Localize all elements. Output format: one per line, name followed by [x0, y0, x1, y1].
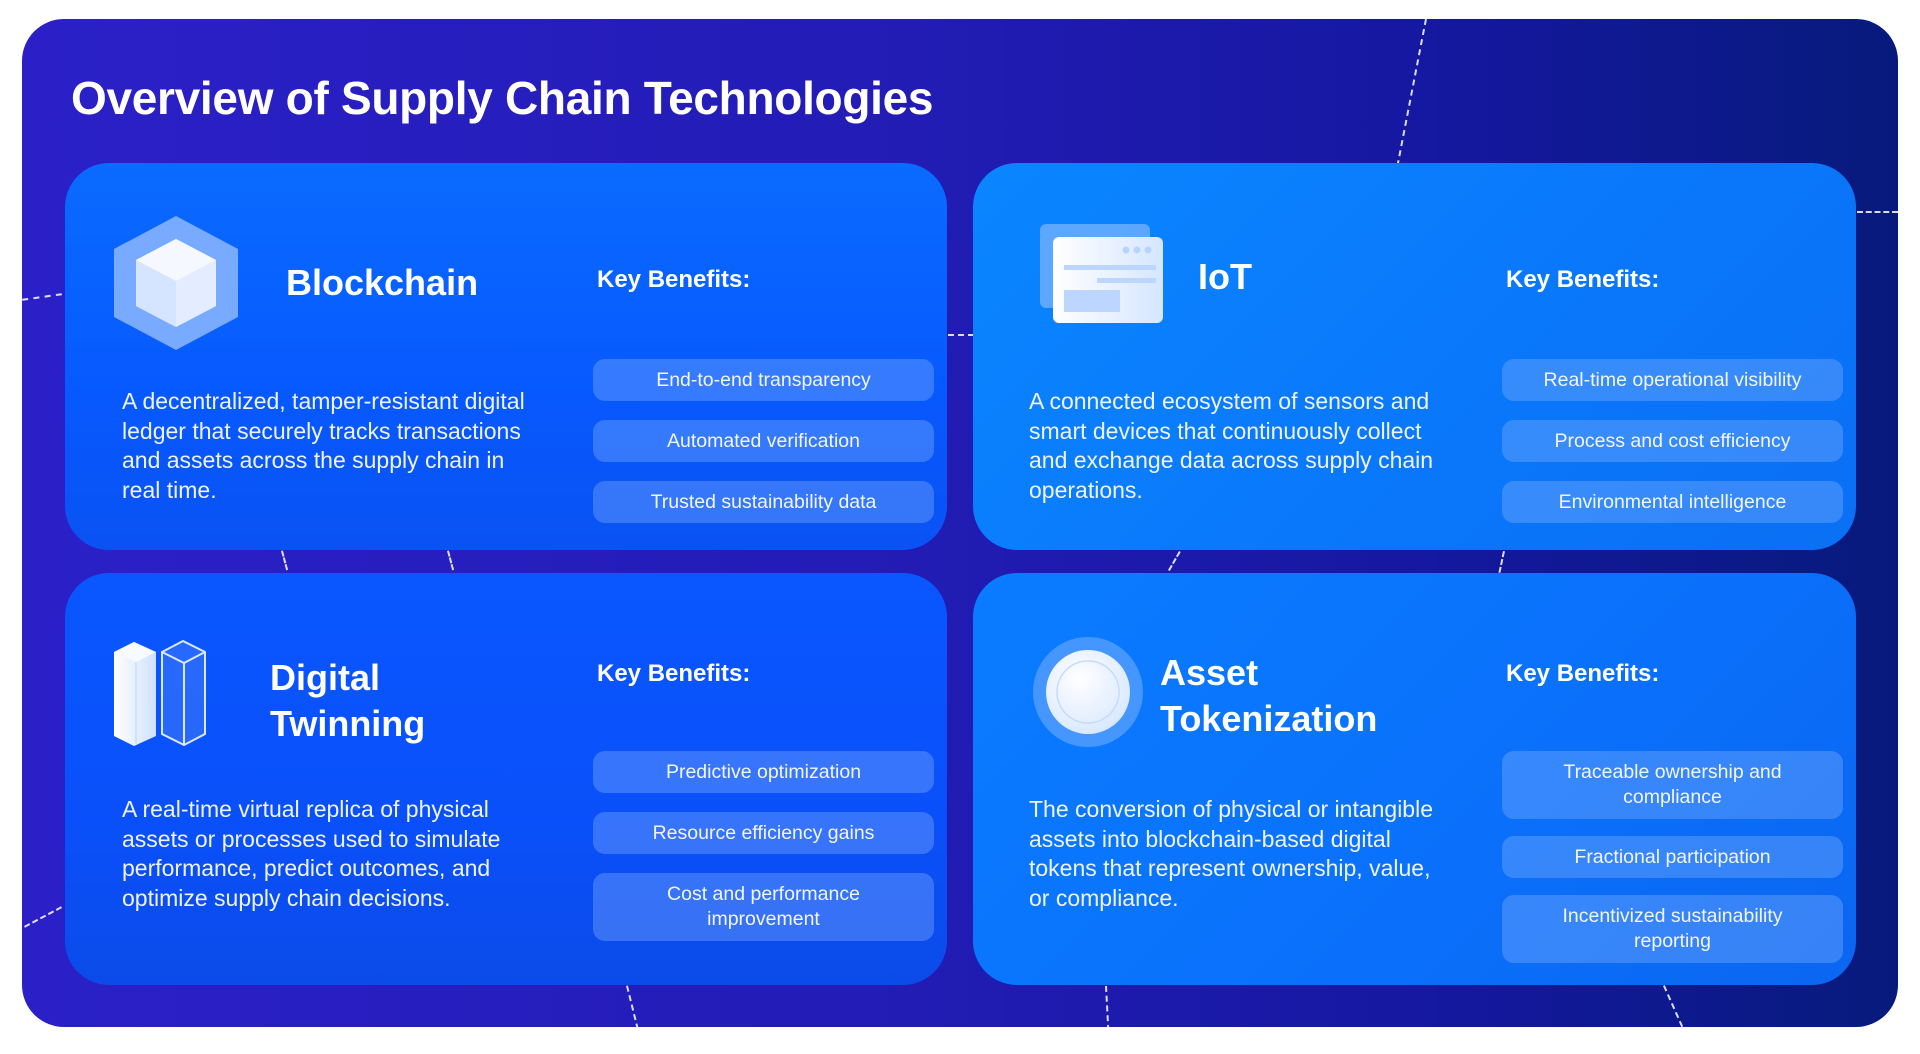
key-benefits-label: Key Benefits:: [597, 266, 751, 293]
connector-line: [1857, 211, 1898, 213]
page-title: Overview of Supply Chain Technologies: [71, 72, 934, 124]
card-title: Blockchain: [286, 262, 479, 303]
browser-window-icon: [1040, 224, 1163, 323]
token-coin-icon: [1033, 637, 1143, 747]
card-title-line: Tokenization: [1160, 698, 1378, 739]
connector-line: [447, 550, 455, 571]
card-title: IoT: [1198, 256, 1252, 297]
benefit-item: Process and cost efficiency: [1502, 420, 1843, 462]
connector-line: [22, 293, 62, 301]
benefit-item: End-to-end transparency: [593, 359, 934, 401]
card-title-line: Digital: [270, 657, 381, 698]
card-title-line: Asset: [1160, 652, 1259, 693]
benefit-item: Environmental intelligence: [1502, 481, 1843, 523]
benefit-item: Predictive optimization: [593, 751, 934, 793]
connector-line: [626, 985, 639, 1027]
card-blockchain: Blockchain A decentralized, tamper-resis…: [65, 163, 947, 550]
benefits-list: Traceable ownership and compliance Fract…: [1502, 751, 1843, 963]
benefit-item: Automated verification: [593, 420, 934, 462]
card-asset-tokenization: Asset Tokenization The conversion of phy…: [973, 573, 1856, 985]
card-iot: IoT A connected ecosystem of sensors and…: [973, 163, 1856, 550]
connector-line: [23, 906, 63, 928]
benefit-item: Traceable ownership and compliance: [1502, 751, 1843, 819]
benefits-list: Real-time operational visibility Process…: [1502, 359, 1843, 523]
key-benefits-label: Key Benefits:: [597, 660, 751, 687]
connector-line: [1396, 19, 1427, 167]
card-description: The conversion of physical or intangible…: [1029, 796, 1434, 911]
hexagon-cube-icon: [114, 216, 238, 350]
card-title-line: Twinning: [270, 703, 426, 744]
benefits-list: End-to-end transparency Automated verifi…: [593, 359, 934, 523]
benefit-item: Cost and performance improvement: [593, 873, 934, 941]
connector-line: [1498, 551, 1505, 573]
key-benefits-label: Key Benefits:: [1506, 266, 1660, 293]
connector-line: [1663, 985, 1684, 1027]
benefit-item: Real-time operational visibility: [1502, 359, 1843, 401]
connector-line: [1168, 551, 1181, 572]
benefit-item: Fractional participation: [1502, 836, 1843, 878]
card-description: A real-time virtual replica of physical …: [122, 796, 501, 911]
card-digital-twinning: Digital Twinning A real-time virtual rep…: [65, 573, 947, 985]
card-title: Asset Tokenization: [1160, 650, 1377, 742]
card-description: A connected ecosystem of sensors and sma…: [1029, 388, 1434, 503]
card-description: A decentralized, tamper-resistant digita…: [122, 388, 525, 503]
benefit-item: Incentivized sustainability reporting: [1502, 895, 1843, 963]
connector-line: [1105, 985, 1110, 1027]
benefit-item: Resource efficiency gains: [593, 812, 934, 854]
benefits-list: Predictive optimization Resource efficie…: [593, 751, 934, 941]
overview-panel: Overview of Supply Chain Technologies Bl…: [22, 19, 1898, 1027]
card-title: Digital Twinning: [270, 655, 425, 747]
connector-line: [281, 550, 289, 571]
connector-line: [948, 334, 974, 336]
key-benefits-label: Key Benefits:: [1506, 660, 1660, 687]
twin-pillars-icon: [114, 640, 206, 746]
benefit-item: Trusted sustainability data: [593, 481, 934, 523]
